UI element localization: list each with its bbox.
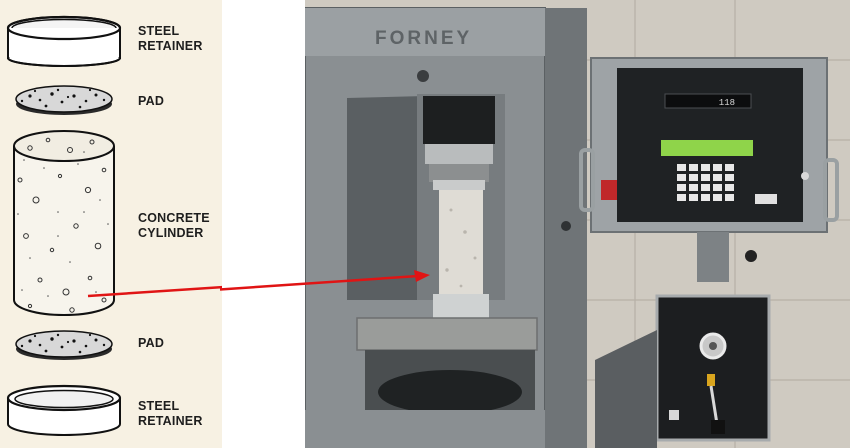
machine-brand: FORNEY xyxy=(375,28,472,49)
testing-machine-photo: FORNEY 118 xyxy=(305,0,850,448)
pad-bottom xyxy=(15,330,113,360)
display-readout: 118 xyxy=(719,98,735,108)
label-steel-retainer-top: STEEL RETAINER xyxy=(138,24,203,53)
label-concrete-cylinder: CONCRETE CYLINDER xyxy=(138,211,210,240)
specimen-diagram: STEEL RETAINER PAD CONCRETE CYLINDER PAD… xyxy=(0,0,222,448)
label-pad-top: PAD xyxy=(138,94,165,108)
lcd-display xyxy=(661,140,753,156)
pad-top xyxy=(15,85,113,115)
stop-button xyxy=(601,180,617,200)
steel-retainer-bottom xyxy=(6,384,122,436)
specimen-diagram-drawing xyxy=(6,15,222,436)
label-pad-bottom: PAD xyxy=(138,336,165,350)
label-steel-retainer-bottom: STEEL RETAINER xyxy=(138,399,203,428)
concrete-cylinder xyxy=(13,130,115,316)
red-arrow xyxy=(87,285,222,298)
steel-retainer-top xyxy=(6,15,122,67)
testing-machine-drawing: FORNEY 118 xyxy=(305,0,850,448)
keypad xyxy=(677,164,734,201)
